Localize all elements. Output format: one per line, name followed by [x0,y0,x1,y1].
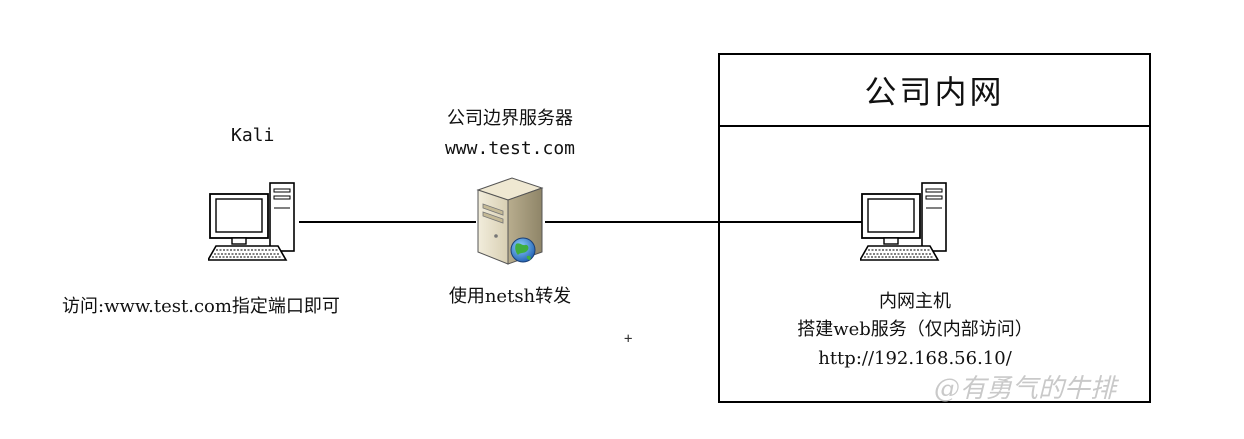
border-server-domain: www.test.com [444,138,576,159]
border-server-title: 公司边界服务器 [447,108,573,129]
desktop-computer-icon [860,182,947,261]
crosshair-cursor-icon: + [624,331,633,347]
border-server-caption: 使用netsh转发 [448,286,572,307]
intranet-zone-box [718,53,1151,403]
author-watermark: @有勇气的牛排 [934,374,1117,404]
desktop-computer-icon [208,182,295,261]
intranet-host-url: http://192.168.56.10/ [818,348,1012,369]
intranet-host-service: 搭建web服务（仅内部访问） [797,319,1033,340]
web-server-icon [476,177,544,265]
kali-caption: 访问:www.test.com指定端口即可 [62,296,340,317]
kali-title: Kali [231,125,275,146]
intranet-host-name: 内网主机 [879,291,951,312]
intranet-zone-title: 公司内网 [864,73,1005,111]
